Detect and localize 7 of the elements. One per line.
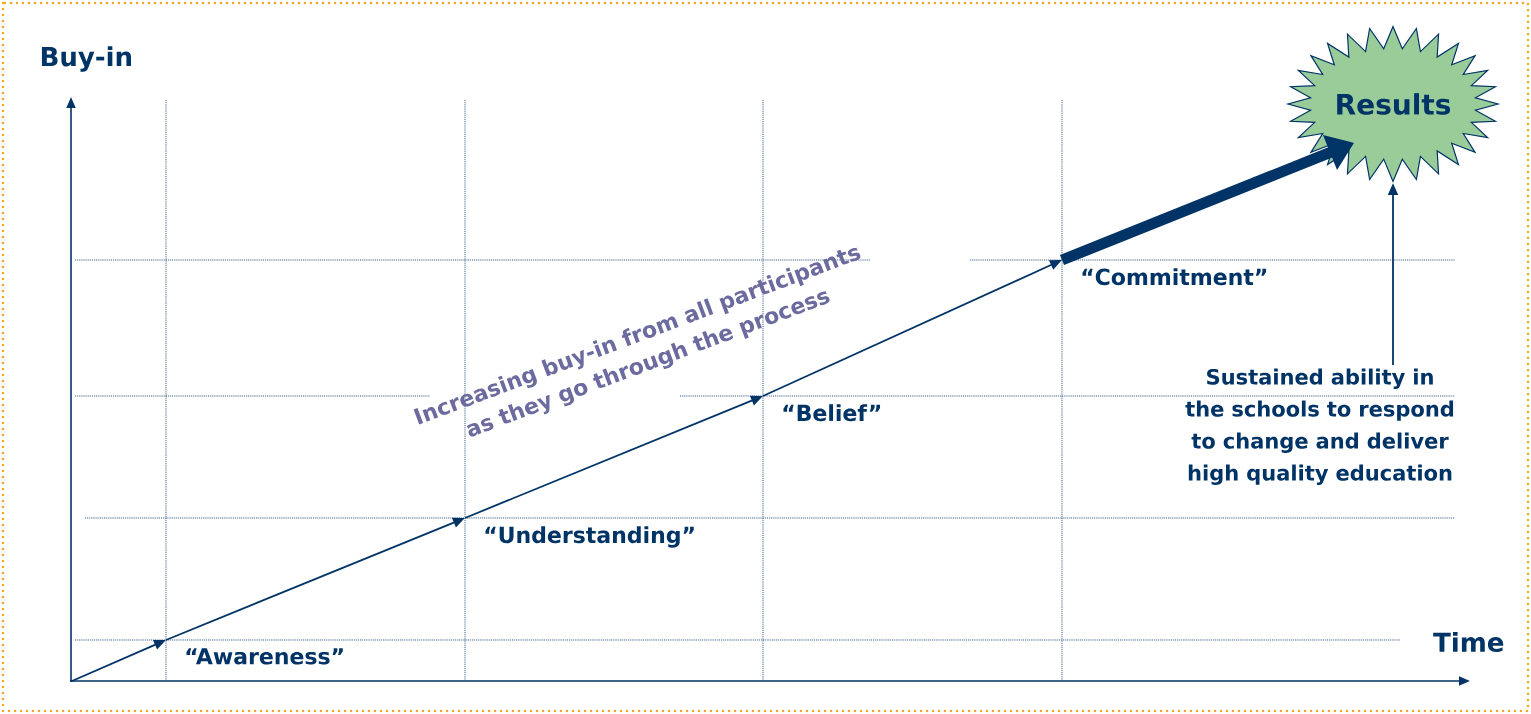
stage-label: “Understanding”	[485, 526, 694, 548]
stage-label: “Commitment”	[1082, 268, 1267, 286]
axis-title: Time	[1433, 631, 1504, 653]
axis-title: Buy-in	[41, 46, 131, 72]
stage-label: “Awareness”	[186, 648, 343, 665]
stage-label: “Belief”	[783, 404, 880, 422]
outcome-text: Sustained ability in the schools to respond to change and deliver high quality education	[1185, 368, 1454, 485]
